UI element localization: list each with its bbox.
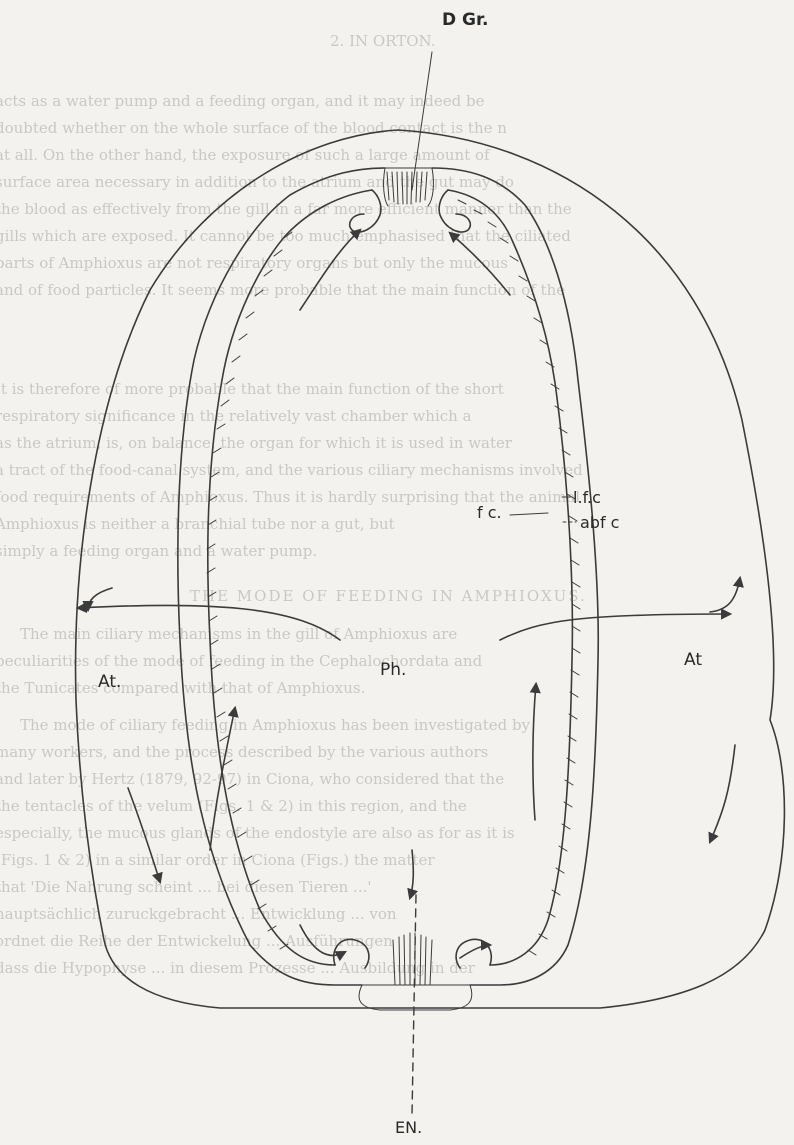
pharynx-wall-right-outer [432,168,598,985]
flow-arrow-center-right [500,614,730,640]
pharynx-wall-left-outer [178,168,385,985]
frontal-canal-leader [510,513,548,515]
flow-arrow-left-bottom [300,925,345,955]
pharynx-wall-left-inner [208,190,372,965]
dorsal-groove [350,190,471,232]
flow-arrow-outer-right-down [710,745,735,842]
flow-arrow-outer-left-down [128,788,160,882]
label-endostyle: EN. [395,1118,422,1137]
flow-arrow-right-bottom [460,945,490,958]
dorsal-groove-cilia [384,168,434,206]
label-lateral-frontal-cilia: l.f.c [573,488,601,507]
flow-arrow-center-down [410,850,413,898]
flow-arrow-left-top [300,230,360,310]
label-dorsal-groove: D Gr. [442,10,488,30]
body-wall-outline [76,130,785,1008]
flow-arrow-right-outer [710,578,740,612]
label-pharynx: Ph. [380,660,406,680]
dorsal-groove-leader [412,52,432,190]
endostyle-leader [412,895,416,1115]
flow-arrow-right-up [533,684,536,820]
label-frontal-canal: f c. [477,503,502,522]
pharynx-wall-right-inner [448,190,572,965]
flow-arrow-right-top [450,233,510,295]
label-abfrontal-cilia: abf c [580,513,619,532]
gill-bars-right [458,200,580,955]
gill-bars-left [207,232,292,949]
label-atrium-left: At. [98,672,121,692]
label-atrium-right: At [684,650,702,670]
